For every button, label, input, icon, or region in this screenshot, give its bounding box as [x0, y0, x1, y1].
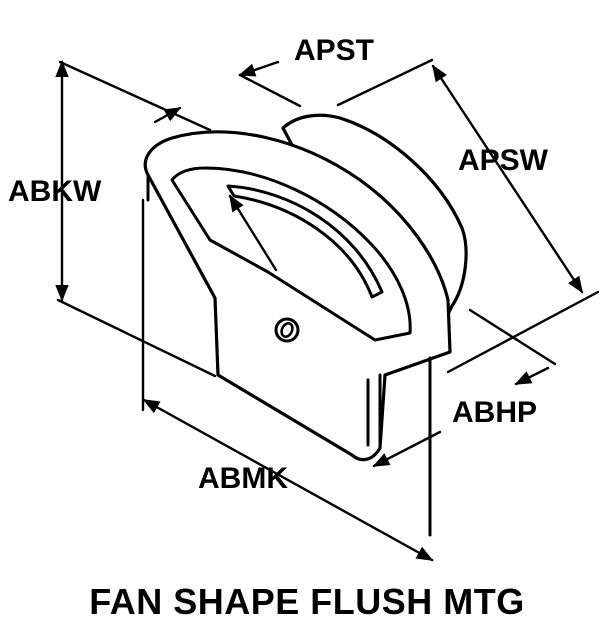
- dimension-abkw: [55, 60, 217, 378]
- screw-icon: [274, 317, 300, 343]
- label-abkw: ABKW: [8, 175, 102, 208]
- label-abhp: ABHP: [452, 396, 538, 429]
- dimension-apst: [58, 60, 302, 132]
- dimension-abmk: [141, 198, 434, 562]
- figure-caption: FAN SHAPE FLUSH MTG: [89, 581, 525, 622]
- dimension-apsw: [336, 58, 600, 374]
- label-abmk: ABMK: [198, 462, 288, 495]
- label-apst: APST: [294, 34, 375, 67]
- label-apsw: APSW: [458, 144, 548, 177]
